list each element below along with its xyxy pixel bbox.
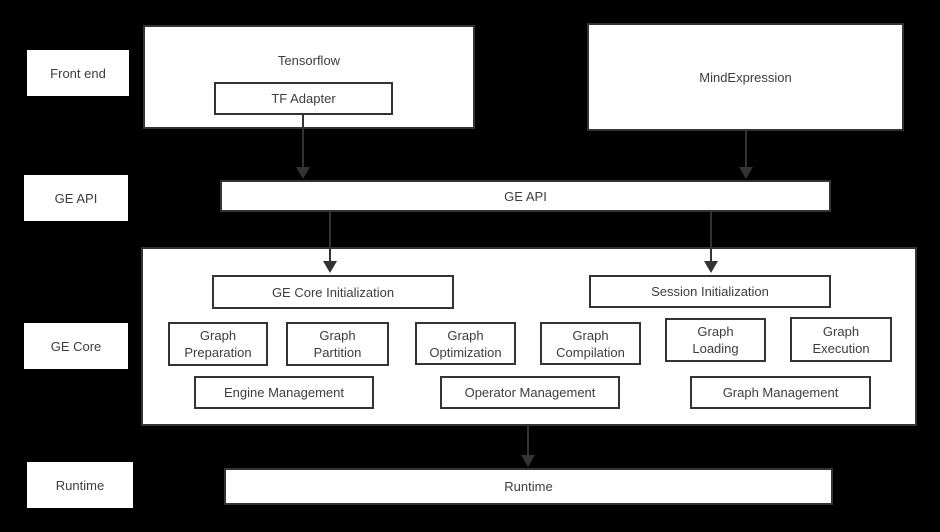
front-end-label: Front end [50,65,106,81]
ge-core-rail-label: GE Core [50,338,102,354]
engine-management-label: Engine Management [224,385,344,400]
engine-management-box: Engine Management [194,376,374,409]
ge-api-bar-label: GE API [504,188,547,204]
graph-execution-label: Graph Execution [812,323,870,356]
tensorflow-label: Tensorflow [277,53,341,68]
ge-core-initialization-label: GE Core Initialization [271,284,395,300]
graph-compilation-label: Graph Compilation [556,327,625,360]
session-initialization-box: Session Initialization [589,275,831,308]
tf-adapter-label: TF Adapter [271,91,336,106]
graph-compilation-box: Graph Compilation [540,322,641,365]
graph-preparation-label: Graph Preparation [184,328,252,360]
graph-loading-box: Graph Loading [665,318,766,362]
mind-expression-box: MindExpression [587,23,904,131]
graph-partition-box: Graph Partition [286,322,389,366]
ge-api-rail-label: GE API [54,190,98,206]
operator-management-label: Operator Management [464,385,596,400]
graph-management-box: Graph Management [690,376,871,409]
runtime-bar: Runtime [224,468,833,505]
runtime-bar-label: Runtime [504,479,553,494]
runtime-rail-label: Runtime [55,477,105,493]
rail-label-ge-core: GE Core [24,323,128,369]
graph-loading-label: Graph Loading [692,324,739,356]
operator-management-box: Operator Management [440,376,620,409]
rail-label-ge-api: GE API [24,175,128,221]
ge-core-initialization-box: GE Core Initialization [212,275,454,309]
session-initialization-label: Session Initialization [651,284,769,299]
mind-expression-label: MindExpression [699,69,792,85]
graph-partition-label: Graph Partition [313,328,362,360]
graph-management-label: Graph Management [722,385,839,400]
graph-execution-box: Graph Execution [790,317,892,362]
ge-api-bar: GE API [220,180,831,212]
graph-preparation-box: Graph Preparation [168,322,268,366]
graph-optimization-label: Graph Optimization [429,327,502,360]
rail-label-runtime: Runtime [27,462,133,508]
tf-adapter-box: TF Adapter [214,82,393,115]
tensorflow-box: Tensorflow TF Adapter [143,25,475,129]
rail-label-front-end: Front end [27,50,129,96]
graph-optimization-box: Graph Optimization [415,322,516,365]
